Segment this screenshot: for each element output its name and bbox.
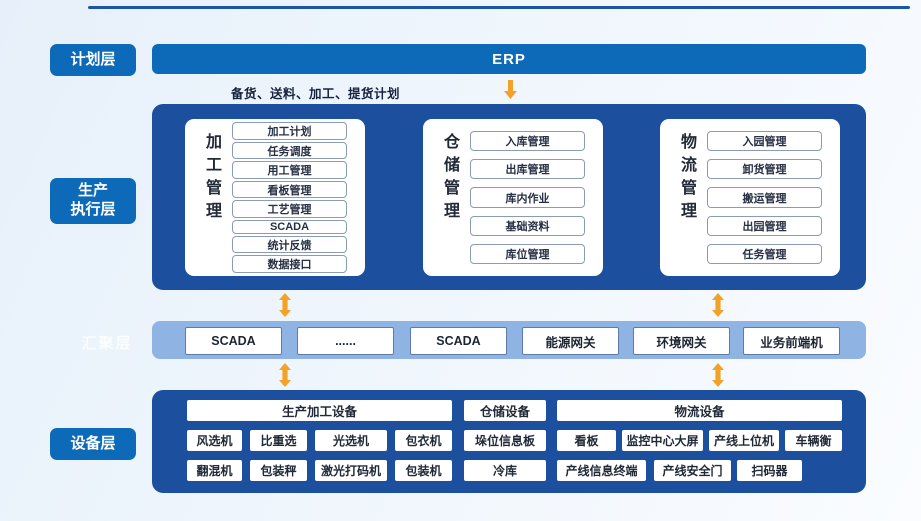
device-row: 垛位信息板 [464,430,546,451]
device-row: 产线信息终端产线安全门扫码器 [557,460,842,481]
layer-label-execution: 生产 执行层 [50,178,136,224]
module-title: 仓储管理 [441,133,458,225]
module-item: 出园管理 [707,215,822,236]
device-box: 产线安全门 [654,460,731,481]
device-box: 车辆衡 [785,430,842,451]
updown-arrow-icon [711,293,725,317]
gateway-row: SCADA...... SCADA 能源网关环境网关业务前端机 [152,321,866,359]
device-group: 仓储设备垛位信息板冷库 [464,390,546,493]
device-box: 包装机 [395,460,452,481]
plan-caption: 备货、送料、加工、提货计划 [231,87,401,101]
module-item: SCADA [232,219,347,234]
top-rule [88,6,910,9]
updown-arrow-icon [711,363,725,387]
layer-label-planning: 计划层 [50,44,136,76]
module-item: 用工管理 [232,161,347,179]
module-item: 数据接口 [232,255,347,273]
module-card: 物流管理入园管理卸货管理搬运管理出园管理任务管理 [660,119,840,276]
device-row: 风选机比重选光选机包衣机 [187,430,452,451]
device-group-header: 物流设备 [557,400,842,421]
module-item: 工艺管理 [232,200,347,218]
device-box: 监控中心大屏 [622,430,703,451]
updown-arrow-icon [278,363,292,387]
module-item: 搬运管理 [707,187,822,208]
module-item: 基础资料 [470,215,585,236]
device-box: 激光打码机 [315,460,387,481]
module-item: 卸货管理 [707,159,822,180]
gateway-box: SCADA [185,327,282,355]
module-item: 库内作业 [470,187,585,208]
module-item: 看板管理 [232,180,347,199]
device-box: 比重选 [250,430,307,451]
module-item: 统计反馈 [232,235,347,254]
device-box: 包装秤 [250,460,307,481]
execution-label-line2: 执行层 [70,201,116,218]
module-title: 加工管理 [203,133,220,225]
gateway-box: 能源网关 [522,327,619,355]
device-box: 冷库 [464,460,546,481]
module-items: 入园管理卸货管理搬运管理出园管理任务管理 [707,127,822,268]
layer-label-device-text: 设备层 [70,434,116,452]
updown-arrow-icon [278,293,292,317]
module-item: 入库管理 [470,131,585,152]
device-layer-container: 生产加工设备风选机比重选光选机包衣机翻混机包装秤激光打码机包装机仓储设备垛位信息… [152,390,866,493]
module-item: 任务管理 [707,243,822,265]
gateway-box: 环境网关 [633,327,730,355]
device-box: 垛位信息板 [464,430,546,451]
down-arrow-icon [503,80,518,99]
layer-label-execution-text: 生产 执行层 [70,182,115,220]
device-box: 看板 [557,430,616,451]
layer-label-aggregation: 汇聚层 [81,335,133,352]
device-box: 翻混机 [187,460,242,481]
execution-label-line1: 生产 [77,182,108,200]
device-box: 光选机 [315,430,387,451]
device-row: 冷库 [464,460,546,481]
module-item: 加工计划 [232,122,347,140]
device-row: 看板监控中心大屏产线上位机车辆衡 [557,430,842,451]
module-title: 物流管理 [678,133,695,225]
layer-label-planning-text: 计划层 [70,50,116,68]
device-box: 产线信息终端 [557,460,646,481]
module-card: 仓储管理入库管理出库管理库内作业基础资料库位管理 [423,119,603,276]
gateway-box: ...... [297,327,394,355]
device-box: 风选机 [187,430,242,451]
device-row: 翻混机包装秤激光打码机包装机 [187,460,452,481]
device-group: 生产加工设备风选机比重选光选机包衣机翻混机包装秤激光打码机包装机 [187,390,452,493]
erp-title: ERP [492,50,526,68]
module-item: 库位管理 [470,243,585,265]
device-group-header: 生产加工设备 [187,400,452,421]
device-box: 包衣机 [395,430,452,451]
module-item: 任务调度 [232,141,347,160]
gateway-box: SCADA [410,327,507,355]
erp-bar: ERP [152,44,866,74]
device-group: 物流设备看板监控中心大屏产线上位机车辆衡产线信息终端产线安全门扫码器 [557,390,842,493]
module-item: 入园管理 [707,131,822,152]
module-item: 出库管理 [470,159,585,180]
device-box: 扫码器 [737,460,802,481]
device-group-header: 仓储设备 [464,400,546,421]
layer-label-device: 设备层 [50,428,136,460]
device-box: 产线上位机 [709,430,779,451]
gateway-box: 业务前端机 [743,327,840,355]
module-items: 入库管理出库管理库内作业基础资料库位管理 [470,127,585,268]
